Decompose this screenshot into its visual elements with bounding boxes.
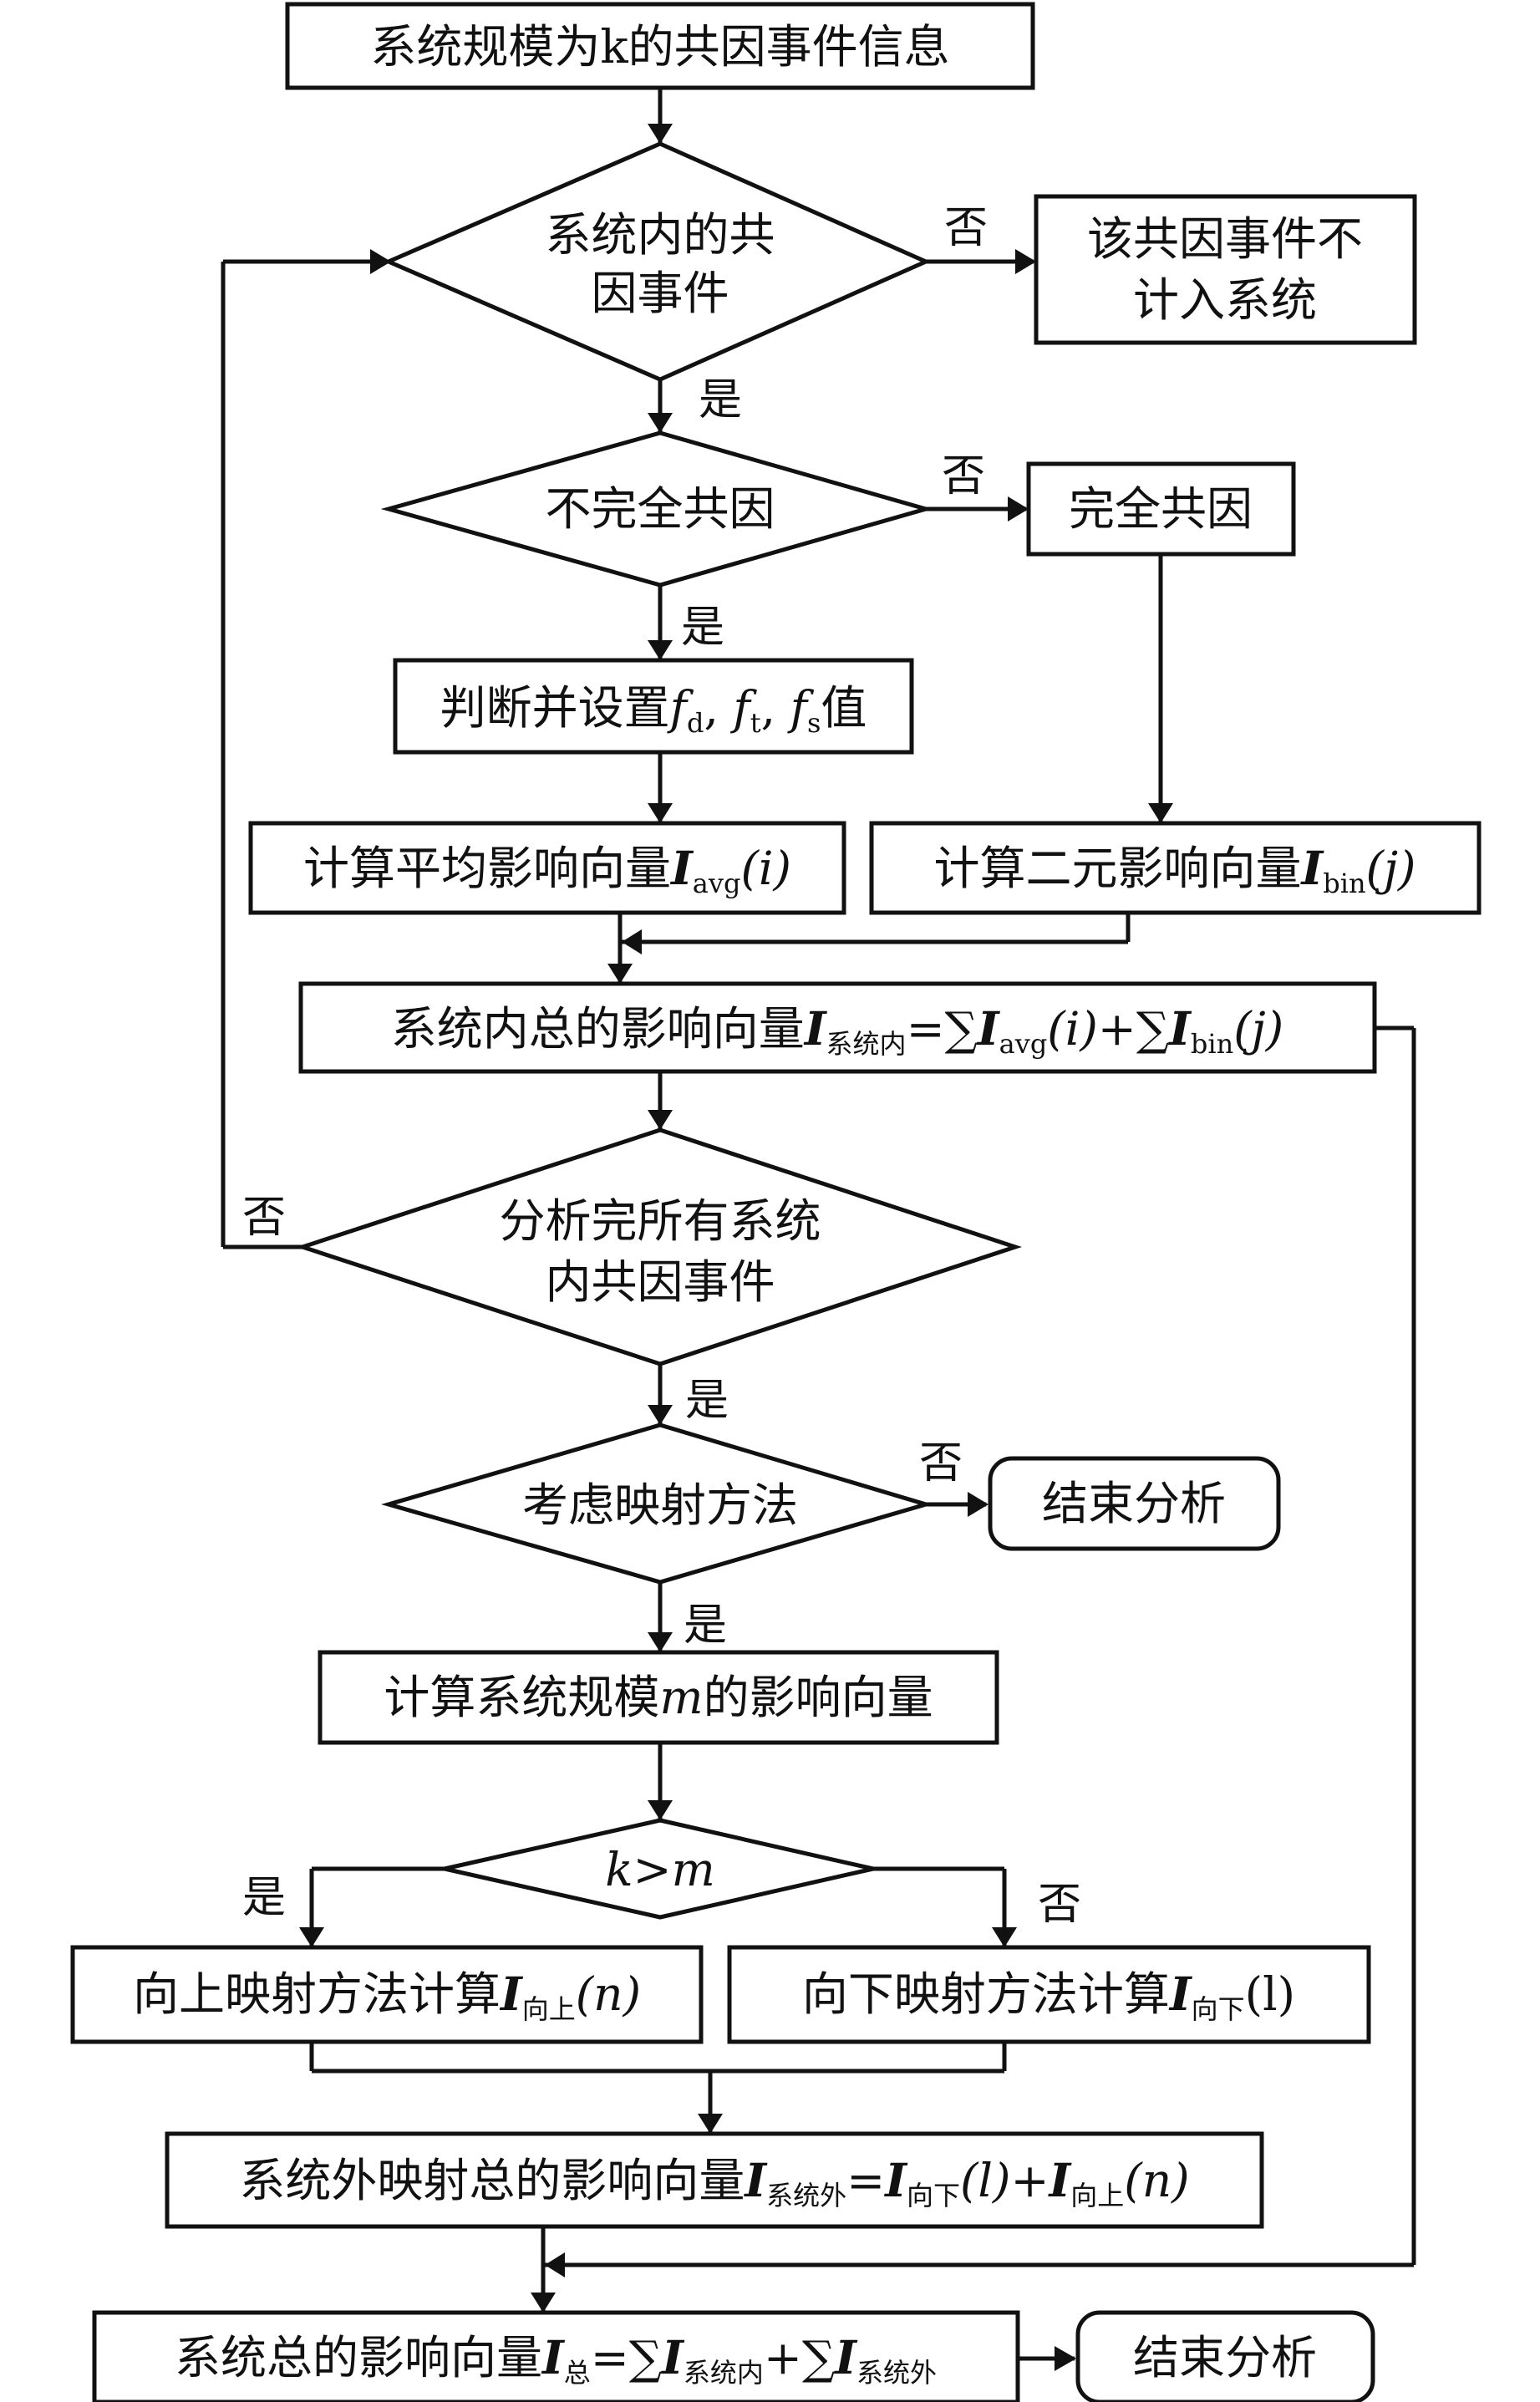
- start-box: [285, 2, 1035, 90]
- total-out-label: 系统外映射总的影响向量I系统外=I向下(l)+I向上(n): [239, 2153, 1189, 2211]
- label-no-in-system: 否: [944, 203, 988, 253]
- not-counted-box: [1034, 194, 1417, 345]
- label-yes-in-system: 是: [699, 375, 742, 425]
- arrowhead: [370, 249, 391, 274]
- up-map-box: [70, 1945, 704, 2044]
- down-map-box: [727, 1945, 1371, 2044]
- arrowhead: [968, 1492, 989, 1517]
- arrowhead: [607, 964, 633, 984]
- arrowhead: [545, 2252, 565, 2277]
- not-counted-line2: 计入系统: [1133, 273, 1317, 327]
- arrowhead: [648, 1405, 673, 1425]
- arrowhead: [648, 1800, 673, 1820]
- decision-k-gt-m: [444, 1818, 874, 1920]
- label-no-k-gt-m: 否: [1038, 1880, 1081, 1930]
- connectors: [221, 88, 1416, 2371]
- total-in-box: [298, 981, 1377, 1074]
- complete-cc-box: [1026, 461, 1296, 557]
- bin-vec-label: 计算二元影响向量Ibin(j): [933, 841, 1415, 899]
- end-analysis-box-1: [988, 1456, 1281, 1551]
- label-no-incomplete: 否: [942, 451, 985, 501]
- arrowhead: [648, 803, 673, 823]
- arrowhead: [1055, 2346, 1076, 2371]
- start-label: 系统规模为k的共因事件信息: [370, 20, 949, 74]
- label-yes-k-gt-m: 是: [242, 1873, 286, 1923]
- decision-incomplete: [380, 430, 934, 588]
- arrowhead: [1008, 496, 1029, 522]
- avg-vec-box: [248, 821, 846, 915]
- calc-m-label: 计算系统规模m的影响向量: [384, 1671, 933, 1724]
- end-analysis-label-2: 结束分析: [1133, 2331, 1317, 2384]
- arrowhead: [648, 640, 673, 660]
- arrowhead: [648, 124, 673, 144]
- total-box: [92, 2310, 1020, 2402]
- label-yes-incomplete: 是: [681, 603, 724, 653]
- set-f-box: [393, 658, 914, 755]
- arrowhead: [648, 1110, 673, 1130]
- label-no-all-done: 否: [242, 1193, 286, 1243]
- arrowhead: [531, 2293, 556, 2313]
- up-map-label: 向上映射方法计算I向上(n): [133, 1967, 641, 2025]
- arrowhead: [648, 1632, 673, 1652]
- set-f-label: 判断并设置fd, ft, fs值: [440, 681, 867, 739]
- decision-mapping-label: 考虑映射方法: [522, 1478, 798, 1532]
- decision-all-done: [295, 1127, 1022, 1366]
- decision-incomplete-label: 不完全共因: [545, 482, 775, 536]
- arrowhead: [1015, 249, 1036, 274]
- total-label: 系统总的影响向量I总=∑I系统内+∑I系统外: [175, 2330, 937, 2389]
- decision-all-done-line1: 分析完所有系统: [499, 1194, 821, 1248]
- arrowhead: [1148, 803, 1173, 823]
- not-counted-line1: 该共因事件不: [1087, 212, 1363, 266]
- end-analysis-box-2: [1075, 2310, 1375, 2402]
- calc-m-box: [318, 1650, 999, 1745]
- arrowhead: [698, 2114, 723, 2134]
- complete-cc-label: 完全共因: [1069, 482, 1253, 536]
- decision-mapping: [381, 1422, 933, 1585]
- avg-vec-label: 计算平均影响向量Iavg(i): [303, 841, 791, 899]
- decision-all-done-line2: 内共因事件: [545, 1255, 775, 1309]
- label-yes-all-done: 是: [685, 1376, 729, 1426]
- decision-in-system: [383, 141, 932, 382]
- label-yes-mapping: 是: [684, 1600, 727, 1651]
- decision-in-system-line1: 系统内的共: [545, 208, 775, 262]
- decision-k-gt-m-label: k>m: [605, 1843, 715, 1896]
- label-no-mapping: 否: [919, 1438, 963, 1489]
- arrowhead: [299, 1927, 324, 1947]
- bin-vec-box: [869, 821, 1482, 915]
- total-out-box: [165, 2131, 1264, 2229]
- arrowhead: [622, 929, 642, 954]
- arrowhead: [648, 413, 673, 433]
- end-analysis-label-1: 结束分析: [1042, 1477, 1226, 1530]
- decision-in-system-line2: 因事件: [591, 267, 729, 320]
- down-map-label: 向下映射方法计算I向下(l): [802, 1967, 1295, 2025]
- arrowhead: [992, 1927, 1017, 1947]
- total-in-label: 系统内总的影响向量I系统内=∑Iavg(i)+∑Ibin(j): [391, 1001, 1283, 1060]
